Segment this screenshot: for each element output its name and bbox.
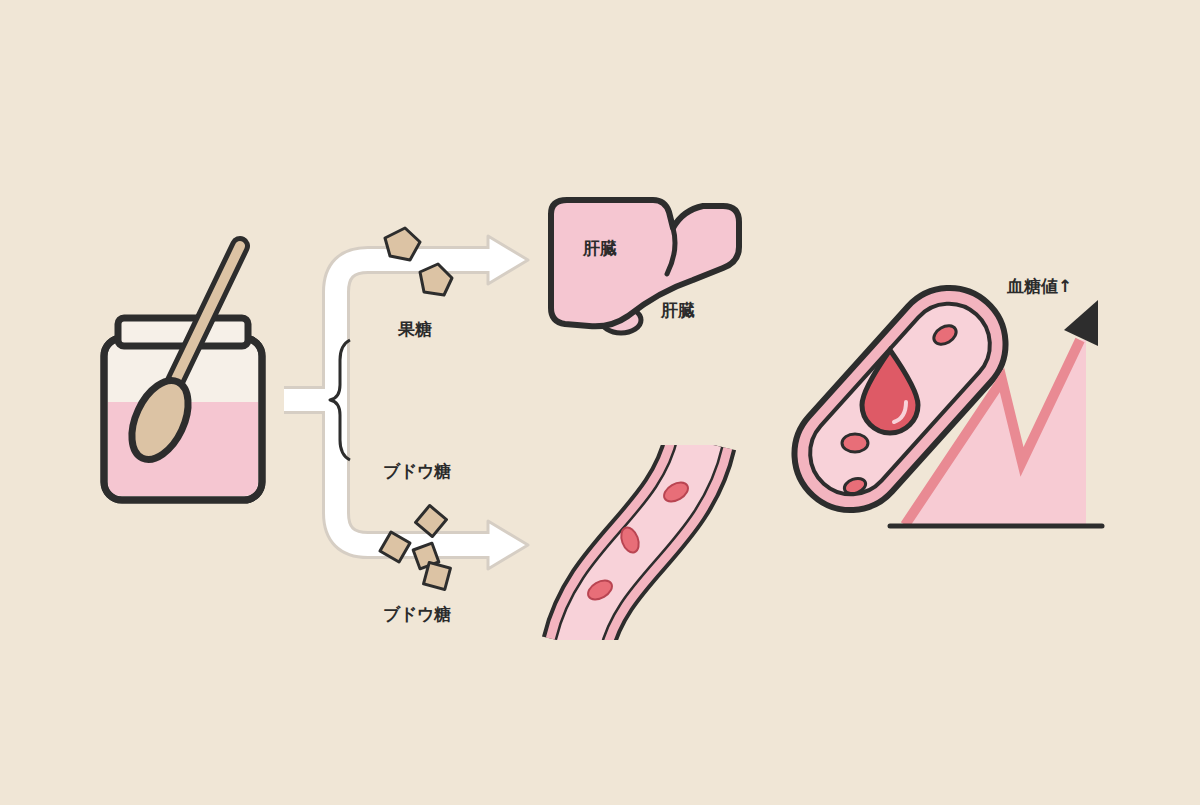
organ-name: 肝臓 <box>661 300 695 320</box>
sugar-label: 血糖値↑ <box>1007 276 1072 296</box>
liver-organ: 肝臓肝臓 <box>543 192 743 337</box>
sugar-label: ブドウ糖 <box>383 461 451 481</box>
sugar-pieces <box>380 228 452 589</box>
organ-name: 肝臓 <box>583 238 617 258</box>
honey-jar <box>104 246 262 500</box>
sugar-label: 果糖 <box>398 319 432 339</box>
liver-outline <box>543 192 743 337</box>
branch-arrows <box>284 236 528 569</box>
sugar-label: ブドウ糖 <box>383 604 451 624</box>
blood-vessel <box>540 425 740 660</box>
rising-chart <box>890 300 1102 526</box>
